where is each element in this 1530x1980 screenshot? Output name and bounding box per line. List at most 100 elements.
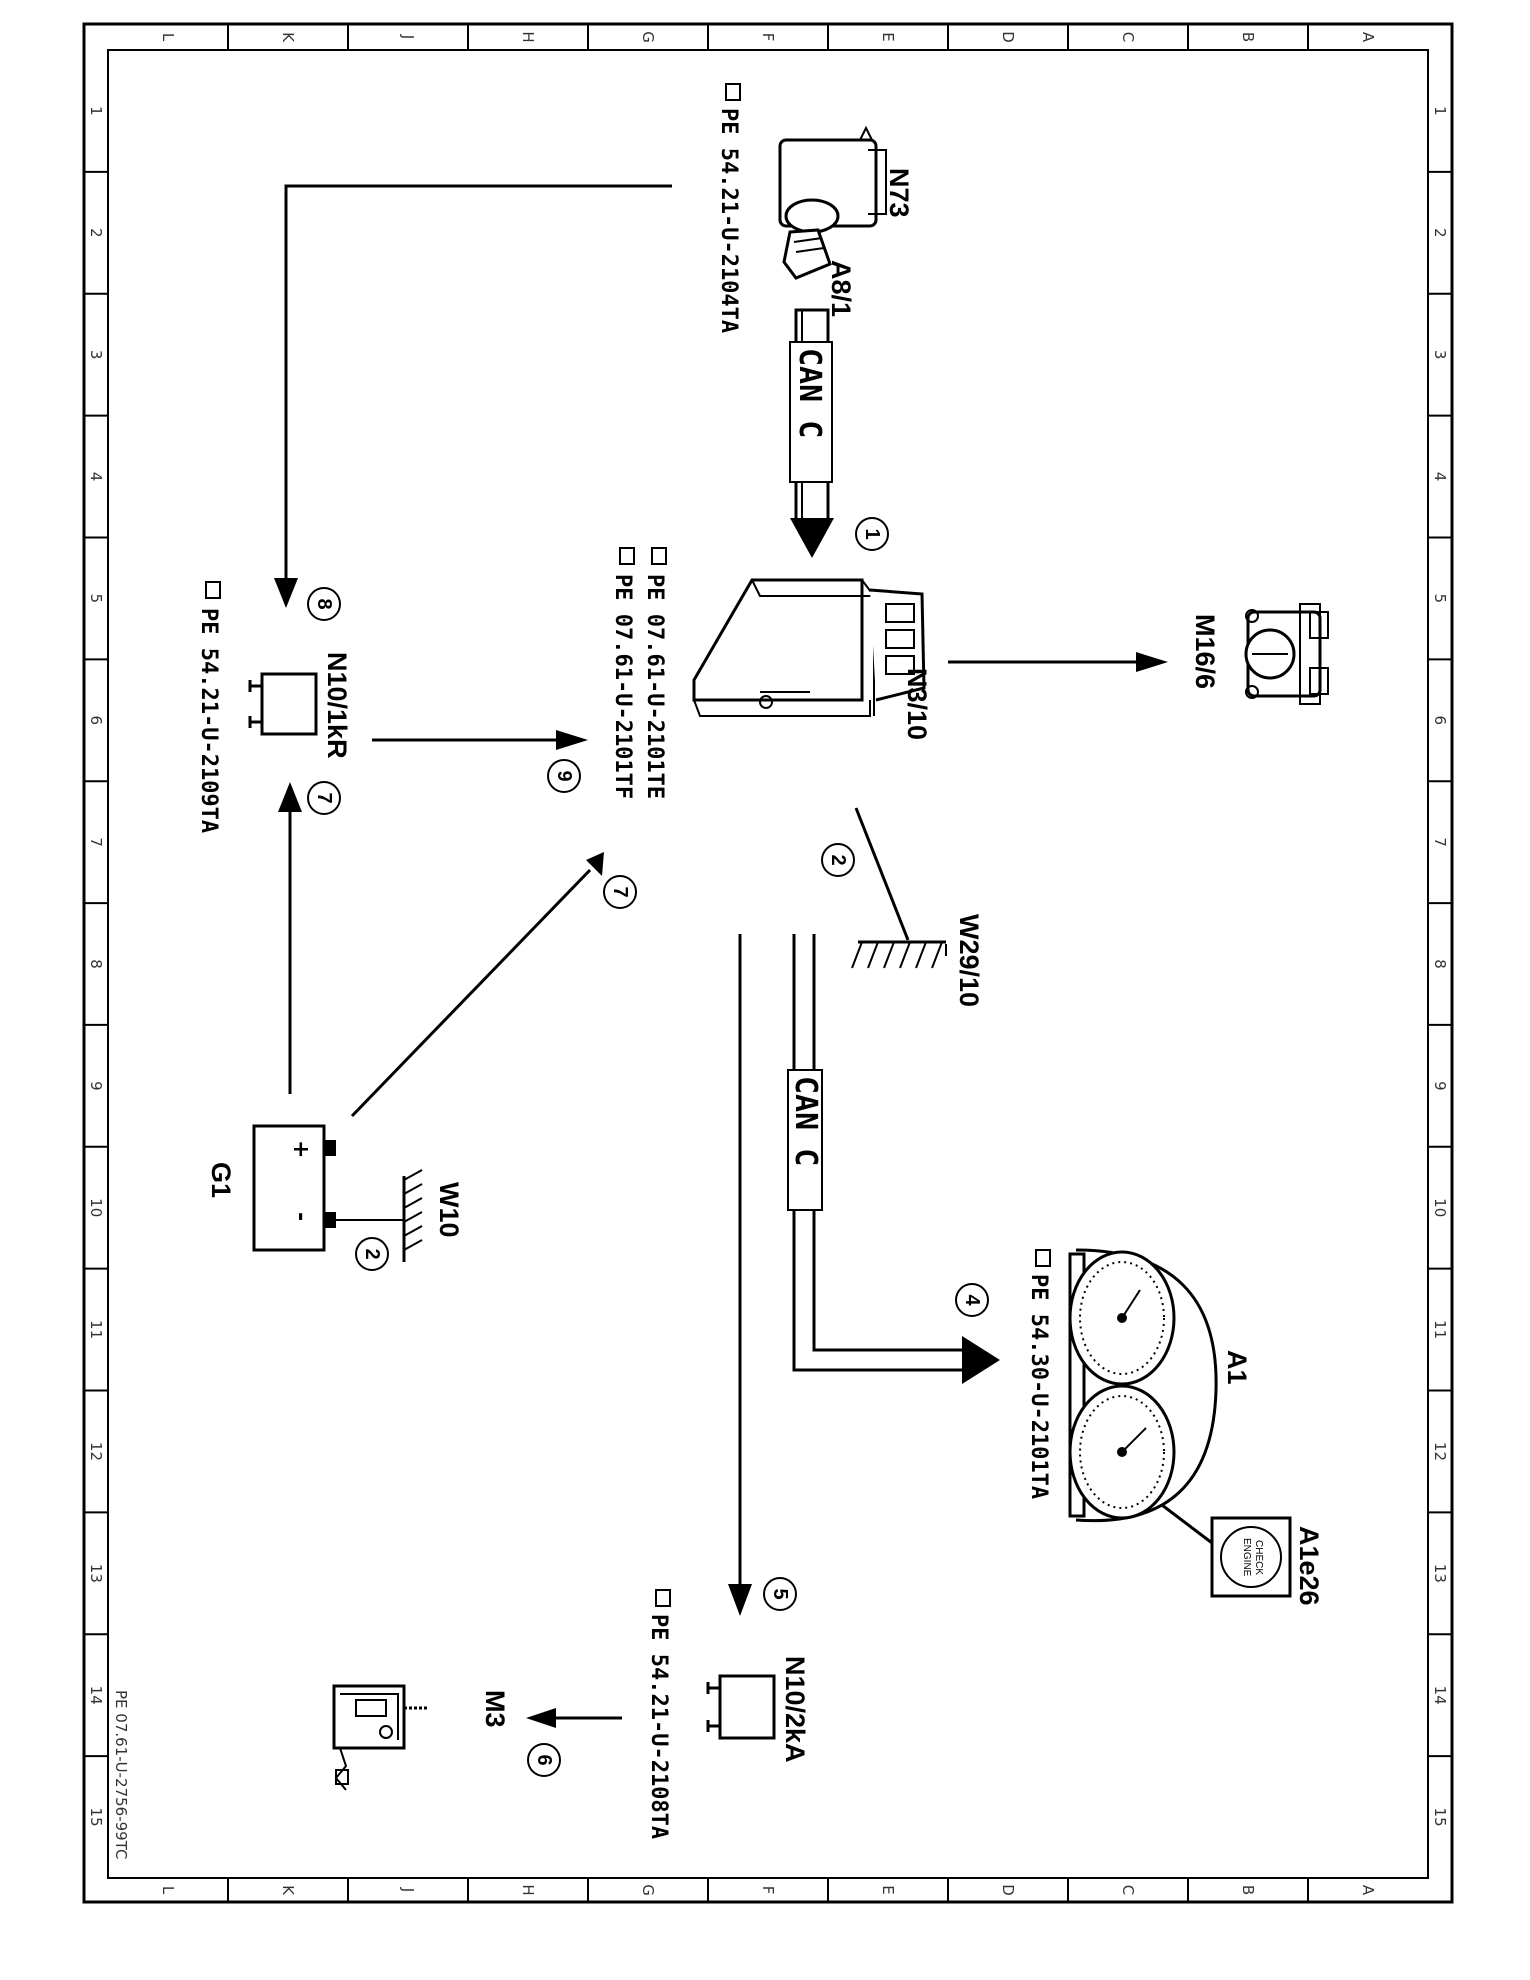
label-m16-6: M16/6 [1190, 614, 1220, 689]
grid-number-9-right: 9 [1431, 1081, 1449, 1091]
grid-letter-C-top: C [1119, 32, 1137, 42]
can-label-box-bottom [787, 1069, 823, 1211]
grid-number-5-right: 5 [1431, 594, 1449, 604]
throttle-actuator-icon [1244, 603, 1329, 705]
label-n73: N73 [884, 168, 914, 218]
wire-n73-to-n10-1kr [284, 184, 672, 580]
wires [274, 184, 1217, 1728]
pointer-hand-icon [651, 547, 667, 565]
grid-letter-A-bottom: A [1359, 1885, 1377, 1896]
label-n10-2ka: N10/2kA [780, 1656, 810, 1763]
grid-letter-H-bottom: H [519, 1884, 537, 1895]
grid-number-3-left: 3 [87, 350, 105, 360]
lamp-text-line2: ENGINE [1241, 1538, 1252, 1577]
ref-text-a1: PE 54.30-U-2101TA [1026, 1274, 1051, 1499]
battery-minus: - [288, 1212, 313, 1221]
pointer-hand-icon [619, 547, 635, 565]
label-g1: G1 [206, 1162, 236, 1198]
grid-letter-G-bottom: G [639, 1884, 657, 1896]
step-8: 8 [307, 587, 341, 621]
grid-letter-B-bottom: B [1239, 1885, 1257, 1895]
battery-plus: + [288, 1140, 313, 1158]
can-label-top: CAN C [792, 348, 827, 438]
step-markers: 1 8 9 7 2 7 2 4 5 6 [307, 517, 989, 1777]
grid-number-1-right: 1 [1431, 106, 1449, 116]
grid-letter-K-bottom: K [279, 1885, 297, 1896]
label-a1: A1 [1222, 1350, 1252, 1385]
ref-text-n10-2ka: PE 54.21-U-2108TA [646, 1614, 671, 1839]
svg-text:2: 2 [361, 1248, 383, 1259]
arrowhead-n3-10-from-g1 [586, 852, 604, 876]
fuel-pump-icon [332, 1684, 428, 1791]
label-w29-10: W29/10 [954, 914, 984, 1007]
grid-letter-F-bottom: F [759, 1886, 777, 1895]
grid-number-14-right: 14 [1431, 1686, 1449, 1705]
grid-number-2-right: 2 [1431, 228, 1449, 238]
svg-text:2: 2 [827, 854, 849, 865]
step-1: 1 [855, 517, 889, 551]
label-w10: W10 [434, 1182, 464, 1238]
svg-text:8: 8 [313, 598, 335, 609]
grid-number-11-left: 11 [87, 1320, 105, 1339]
label-n3-10: N3/10 [902, 668, 932, 740]
svg-text:5: 5 [769, 1588, 791, 1599]
battery-g1-icon [252, 1124, 336, 1252]
ref-n10-2ka: PE 54.21-U-2108TA [646, 1589, 671, 1839]
grid-number-3-right: 3 [1431, 350, 1449, 360]
grid-letter-D-top: D [999, 31, 1017, 43]
ref-n3-10-a: PE 07.61-U-2101TE [642, 547, 667, 799]
svg-text:1: 1 [861, 528, 883, 539]
grid-number-2-left: 2 [87, 228, 105, 238]
arrowhead-n3-10-from-n10 [556, 730, 588, 750]
arrowhead-can-top [790, 518, 834, 558]
arrowhead-n10-1kr-top [274, 578, 298, 608]
ground-w29-10-hatch [851, 941, 947, 969]
ref-n10-1kr: PE 54.21-U-2109TA [196, 581, 221, 833]
grid-number-13-left: 13 [87, 1564, 105, 1583]
label-a1e26: A1e26 [1294, 1526, 1324, 1606]
grid-number-8-left: 8 [87, 959, 105, 969]
grid-letter-L-top: L [159, 33, 177, 42]
reference-labels: PE 54.21-U-2104TA PE 07.61-U-2101TE PE 0… [196, 83, 1051, 1839]
component-labels: N73 A8/1 N3/10 M16/6 N10/1kR W29/10 G1 W… [206, 168, 1324, 1763]
ref-text-n10-1kr: PE 54.21-U-2109TA [196, 608, 221, 833]
step-9: 9 [547, 759, 581, 793]
grid-letter-J-bottom: J [399, 1887, 417, 1892]
step-6: 6 [527, 1743, 561, 1777]
arrowhead-m16-6 [1136, 652, 1168, 672]
drawing-id: PE 07.61-U-2756-99TC [112, 1690, 130, 1859]
wire-g1-to-n3-10 [350, 868, 592, 1118]
border-grid [84, 24, 1452, 1902]
grid-number-1-left: 1 [87, 106, 105, 116]
instrument-cluster-icon [1068, 1248, 1218, 1523]
grid-number-10-right: 10 [1431, 1198, 1449, 1217]
check-engine-lamp-icon: CHECK ENGINE [1210, 1516, 1292, 1598]
grid-number-12-left: 12 [87, 1442, 105, 1461]
grid-letter-D-bottom: D [999, 1884, 1017, 1896]
relay-n10-2ka-icon [706, 1674, 776, 1740]
grid-number-9-left: 9 [87, 1081, 105, 1091]
wire-n3-10-to-w29-10 [854, 807, 910, 941]
grid-letter-A-top: A [1359, 32, 1377, 43]
ref-text-n73: PE 54.21-U-2104TA [716, 108, 741, 333]
svg-text:9: 9 [553, 770, 575, 781]
grid-letter-G-top: G [639, 31, 657, 43]
label-n10-1kr: N10/1kR [322, 652, 352, 759]
step-5: 5 [763, 1577, 797, 1611]
grid-letter-H-top: H [519, 31, 537, 42]
grid-number-14-left: 14 [87, 1686, 105, 1705]
svg-text:7: 7 [609, 886, 631, 897]
ground-w10-hatch [403, 1169, 423, 1251]
svg-text:4: 4 [961, 1294, 983, 1306]
grid-letter-L-bottom: L [159, 1886, 177, 1895]
lamp-text-line1: CHECK [1253, 1540, 1264, 1575]
pointer-hand-icon [205, 581, 221, 599]
grid-number-10-left: 10 [87, 1198, 105, 1217]
ignition-switch-icon [778, 125, 887, 280]
grid-number-13-right: 13 [1431, 1564, 1449, 1583]
svg-text:7: 7 [313, 792, 335, 803]
pointer-hand-icon [1035, 1249, 1051, 1267]
arrowhead-m3 [526, 1708, 556, 1728]
grid-number-5-left: 5 [87, 594, 105, 604]
